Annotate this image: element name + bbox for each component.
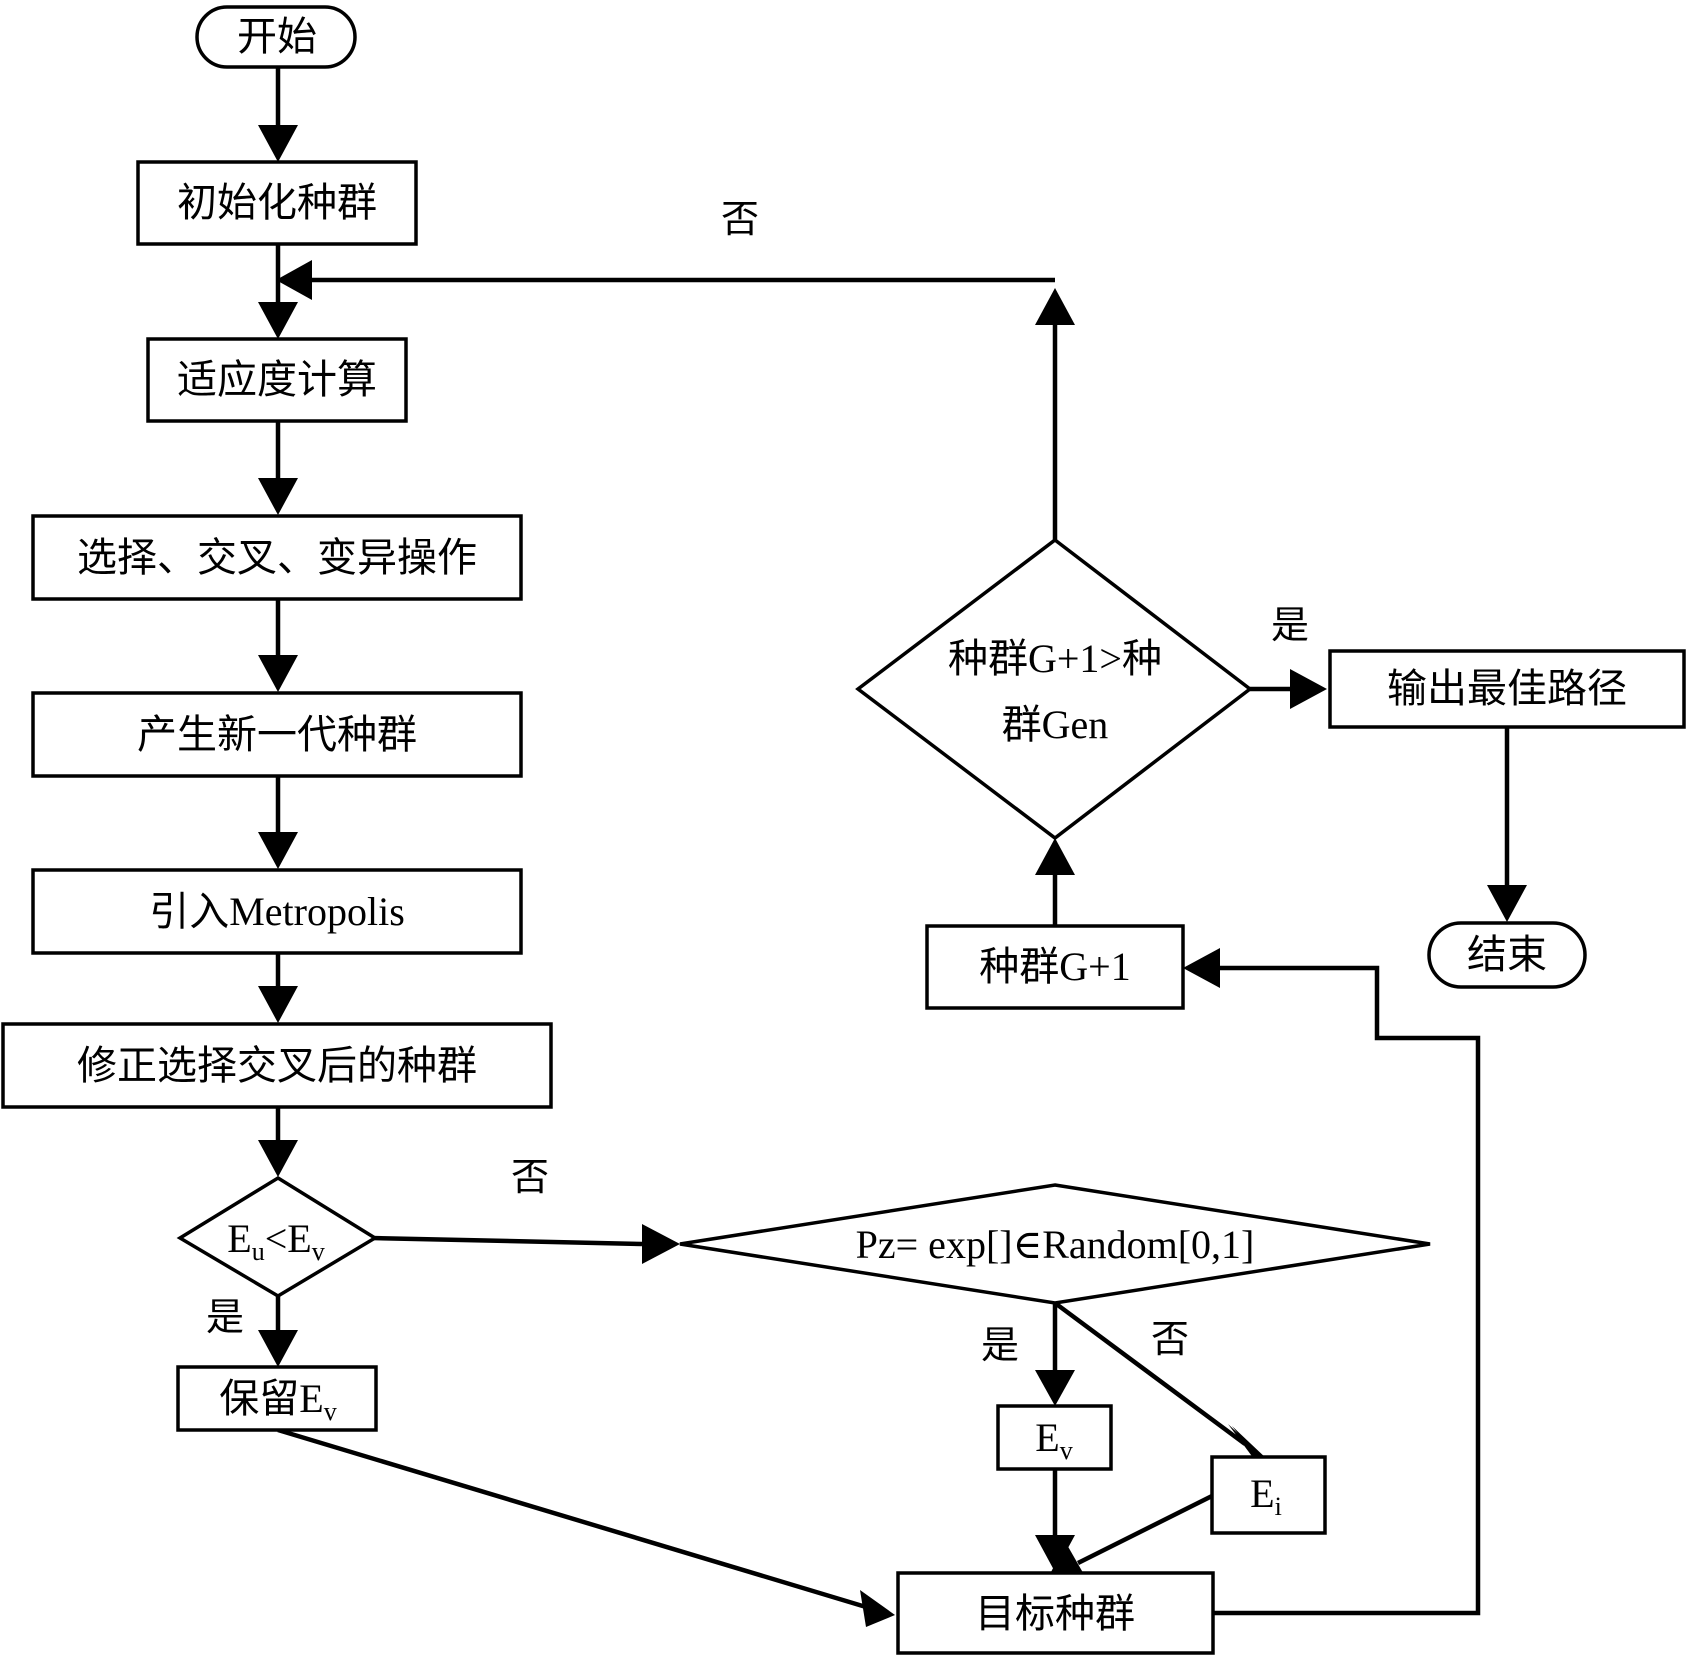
arrowhead-decision-top <box>1035 288 1075 325</box>
label-no-pz: 否 <box>1151 1319 1189 1361</box>
edge-ei-target <box>1076 1493 1214 1566</box>
label-no-compare: 否 <box>511 1157 549 1199</box>
node-popg1-label: 种群G+1 <box>979 944 1130 989</box>
node-init-label: 初始化种群 <box>177 180 377 225</box>
arrowhead-popg1 <box>1183 948 1220 988</box>
node-keep: 保留Ev <box>176 1365 378 1432</box>
arrowhead-ei-main <box>1228 1424 1268 1462</box>
edge-labels: 否 否 是 是 否 是 <box>206 199 1309 1367</box>
label-yes-pz: 是 <box>981 1325 1019 1367</box>
node-ev: Ev <box>996 1404 1113 1471</box>
node-popg1: 种群G+1 <box>925 924 1185 1010</box>
node-output: 输出最佳路径 <box>1328 649 1686 729</box>
arrowhead-decision-bottom <box>1035 838 1075 875</box>
node-fitness-label: 适应度计算 <box>177 357 377 402</box>
arrowhead-ev <box>1035 1370 1075 1406</box>
edge-keep-target <box>277 1427 867 1610</box>
arrowhead-newgen <box>258 655 298 692</box>
node-correct-label: 修正选择交叉后的种群 <box>77 1043 477 1088</box>
arrowhead-ops <box>258 478 298 515</box>
label-yes-decision: 是 <box>1271 605 1309 647</box>
node-metropolis-label: 引入Metropolis <box>149 889 405 934</box>
arrowhead-compare <box>258 1140 298 1177</box>
edge-pz-ei <box>1053 1301 1247 1446</box>
node-compare: Eu<Ev <box>176 1175 379 1299</box>
node-ei-label: Ei <box>1250 1471 1282 1521</box>
node-start: 开始 <box>195 5 357 69</box>
label-no-top: 否 <box>721 199 759 241</box>
node-end-label: 结束 <box>1467 932 1547 977</box>
node-target: 目标种群 <box>896 1571 1215 1655</box>
node-correct: 修正选择交叉后的种群 <box>1 1022 553 1109</box>
arrowhead-metropolis <box>258 832 298 869</box>
node-decision: 种群G+1>种 群Gen <box>855 537 1253 841</box>
node-keep-label: 保留Ev <box>219 1376 336 1426</box>
edge-target-popg1 <box>1213 965 1481 1616</box>
node-ev-label: Ev <box>1035 1415 1072 1465</box>
arrowhead-target-from-keep <box>860 1590 895 1627</box>
edges <box>275 67 1510 1616</box>
node-pz: Pz= exp[]∈Random[0,1] <box>679 1183 1431 1305</box>
node-newgen: 产生新一代种群 <box>31 691 523 778</box>
node-fitness: 适应度计算 <box>146 337 408 423</box>
node-end: 结束 <box>1427 921 1587 989</box>
arrowhead-target-from-ev <box>1035 1535 1075 1572</box>
arrowheads <box>258 125 1527 1627</box>
node-target-label: 目标种群 <box>975 1591 1135 1636</box>
arrowhead-keep <box>258 1330 298 1367</box>
label-yes-compare: 是 <box>206 1297 244 1339</box>
node-output-label: 输出最佳路径 <box>1387 666 1627 711</box>
node-init: 初始化种群 <box>136 160 418 246</box>
arrowhead-loop-back <box>276 260 312 300</box>
arrowhead-target-from-ei <box>1050 1543 1086 1578</box>
node-metropolis: 引入Metropolis <box>31 868 523 955</box>
arrowhead-pz <box>642 1224 680 1264</box>
arrowhead-correct <box>258 986 298 1023</box>
node-ei: Ei <box>1210 1455 1327 1535</box>
arrowhead-ei <box>1232 1426 1268 1460</box>
node-ops: 选择、交叉、变异操作 <box>31 514 523 601</box>
arrowhead-init <box>258 125 298 162</box>
node-ops-label: 选择、交叉、变异操作 <box>77 535 477 580</box>
arrowhead-end <box>1487 885 1527 922</box>
node-start-label: 开始 <box>237 14 317 59</box>
arrowhead-output <box>1290 669 1327 709</box>
edge-compare-pz <box>371 1235 643 1247</box>
node-pz-label: Pz= exp[]∈Random[0,1] <box>856 1222 1255 1267</box>
arrowhead-fitness <box>258 302 298 339</box>
node-decision-line1: 种群G+1>种 <box>948 636 1162 681</box>
node-newgen-label: 产生新一代种群 <box>137 712 417 757</box>
node-compare-label: Eu<Ev <box>227 1216 324 1266</box>
node-decision-line2: 群Gen <box>1002 702 1109 747</box>
